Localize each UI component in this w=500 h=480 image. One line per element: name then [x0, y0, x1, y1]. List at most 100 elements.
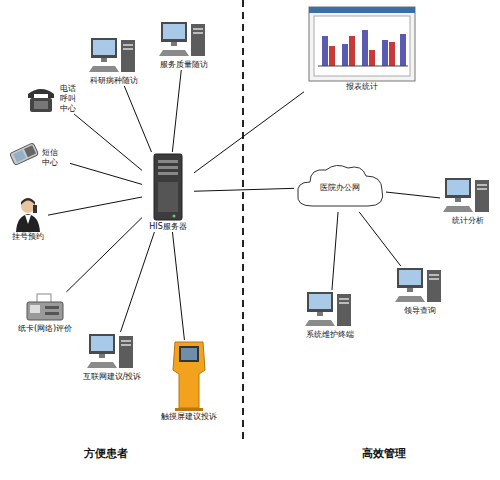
chart-icon-part: [400, 34, 406, 66]
computer-icon-part: [317, 312, 323, 316]
computer-icon-part: [161, 22, 187, 42]
computer-icon-part: [339, 302, 349, 304]
kiosk-icon-part: [181, 348, 197, 360]
device-node: 互联网建议/投诉: [80, 332, 144, 382]
node-label: HIS服务器: [149, 222, 186, 232]
computer-icon-part: [121, 340, 131, 342]
computer-icon-part: [121, 40, 135, 72]
person-icon-part: [25, 215, 31, 224]
computer-icon-part: [191, 24, 205, 56]
computer-icon-part: [87, 362, 117, 368]
computer-icon-part: [427, 270, 441, 302]
chart-icon-part: [309, 7, 415, 13]
computer-icon-part: [445, 178, 471, 198]
person-icon: [13, 196, 43, 232]
computer-icon-part: [159, 50, 189, 56]
chart-icon-part: [349, 36, 355, 66]
computer-icon-part: [407, 288, 413, 292]
mobile-icon-part: [10, 143, 39, 166]
node-label: 挂号预约: [12, 232, 44, 242]
server-icon-part: [158, 160, 178, 163]
server-icon-part: [158, 172, 178, 175]
chart-icon-part: [322, 36, 328, 66]
computer-icon-part: [123, 48, 133, 50]
computer-icon-part: [447, 180, 469, 195]
person-icon-part: [33, 205, 37, 213]
connector-line: [194, 188, 294, 191]
computer-icon-part: [91, 38, 117, 58]
person-icon-part: [21, 199, 35, 213]
kiosk-icon-part: [173, 342, 205, 408]
server-icon: [152, 152, 184, 222]
node-label: 短信中心: [42, 148, 64, 168]
mobile-icon-part: [24, 145, 36, 157]
computer-icon-part: [163, 24, 185, 39]
computer-icon-part: [101, 58, 107, 62]
connector-line: [120, 232, 154, 332]
computer-icon: [395, 266, 445, 306]
section-label: 方便患者: [84, 446, 128, 461]
computer-icon-part: [455, 198, 461, 202]
fax-icon-part: [27, 302, 63, 320]
connector-line: [124, 86, 151, 152]
mobile-icon: [6, 140, 40, 168]
connector-line: [172, 232, 184, 340]
device-node: 统计分析: [440, 176, 496, 226]
connector-line: [70, 163, 142, 184]
fax-icon-part: [45, 306, 59, 309]
computer-icon: [305, 290, 355, 330]
computer-icon-part: [123, 44, 133, 46]
device-node: 纸卡(网络)评价: [14, 292, 76, 334]
device-node: 服务质量随访: [152, 20, 216, 70]
divider-line: [242, 0, 244, 440]
server-icon-part: [173, 215, 176, 218]
connector-line: [332, 212, 338, 290]
phone-icon-part: [34, 101, 48, 109]
node-label: 系统维护终端: [306, 330, 354, 340]
network-cloud: 医院办公网: [294, 162, 386, 212]
phone-icon: [24, 84, 58, 114]
computer-icon-part: [309, 294, 331, 309]
device-node: 科研病种随访: [82, 36, 146, 86]
node-label: 科研病种随访: [90, 76, 138, 86]
fax-icon-part: [30, 305, 40, 313]
node-label: 电话呼叫中心: [60, 84, 82, 114]
server-icon-part: [154, 154, 182, 220]
node-label: 医院办公网: [294, 162, 386, 212]
node-label: 纸卡(网络)评价: [18, 324, 72, 334]
chart-icon-part: [389, 42, 395, 66]
connector-line: [386, 192, 440, 198]
connector-line: [194, 92, 304, 173]
mobile-icon-part: [13, 150, 26, 162]
computer-icon: [159, 20, 209, 60]
mobile-icon-part: [10, 143, 39, 166]
person-icon-part: [16, 214, 40, 232]
computer-icon-part: [429, 278, 439, 280]
kiosk-icon-part: [175, 408, 203, 411]
device-node: 触摸屏建议投诉: [160, 340, 218, 422]
chart-icon-part: [329, 36, 395, 66]
computer-icon-part: [477, 184, 487, 186]
kiosk-icon-part: [179, 346, 199, 362]
connector-line: [48, 197, 142, 215]
device-node: 挂号预约: [8, 196, 48, 242]
computer-icon-part: [99, 354, 105, 358]
computer-icon-part: [337, 294, 351, 326]
node-label: 触摸屏建议投诉: [161, 412, 217, 422]
chart-icon-part: [342, 44, 348, 66]
computer-icon-part: [429, 274, 439, 276]
connector-line: [66, 218, 142, 292]
device-node: 短信中心: [6, 140, 70, 168]
device-node: 领导查询: [392, 266, 448, 316]
computer-icon-part: [307, 292, 333, 312]
connector-line: [359, 212, 401, 266]
device-node: 报表统计: [304, 6, 420, 92]
person-icon-part: [21, 198, 35, 205]
section-label: 高效管理: [362, 446, 406, 461]
computer-icon-part: [475, 180, 489, 212]
computer-icon: [87, 332, 137, 372]
computer-icon-part: [395, 296, 425, 302]
computer-icon-part: [171, 42, 177, 46]
computer-icon-part: [89, 66, 119, 72]
